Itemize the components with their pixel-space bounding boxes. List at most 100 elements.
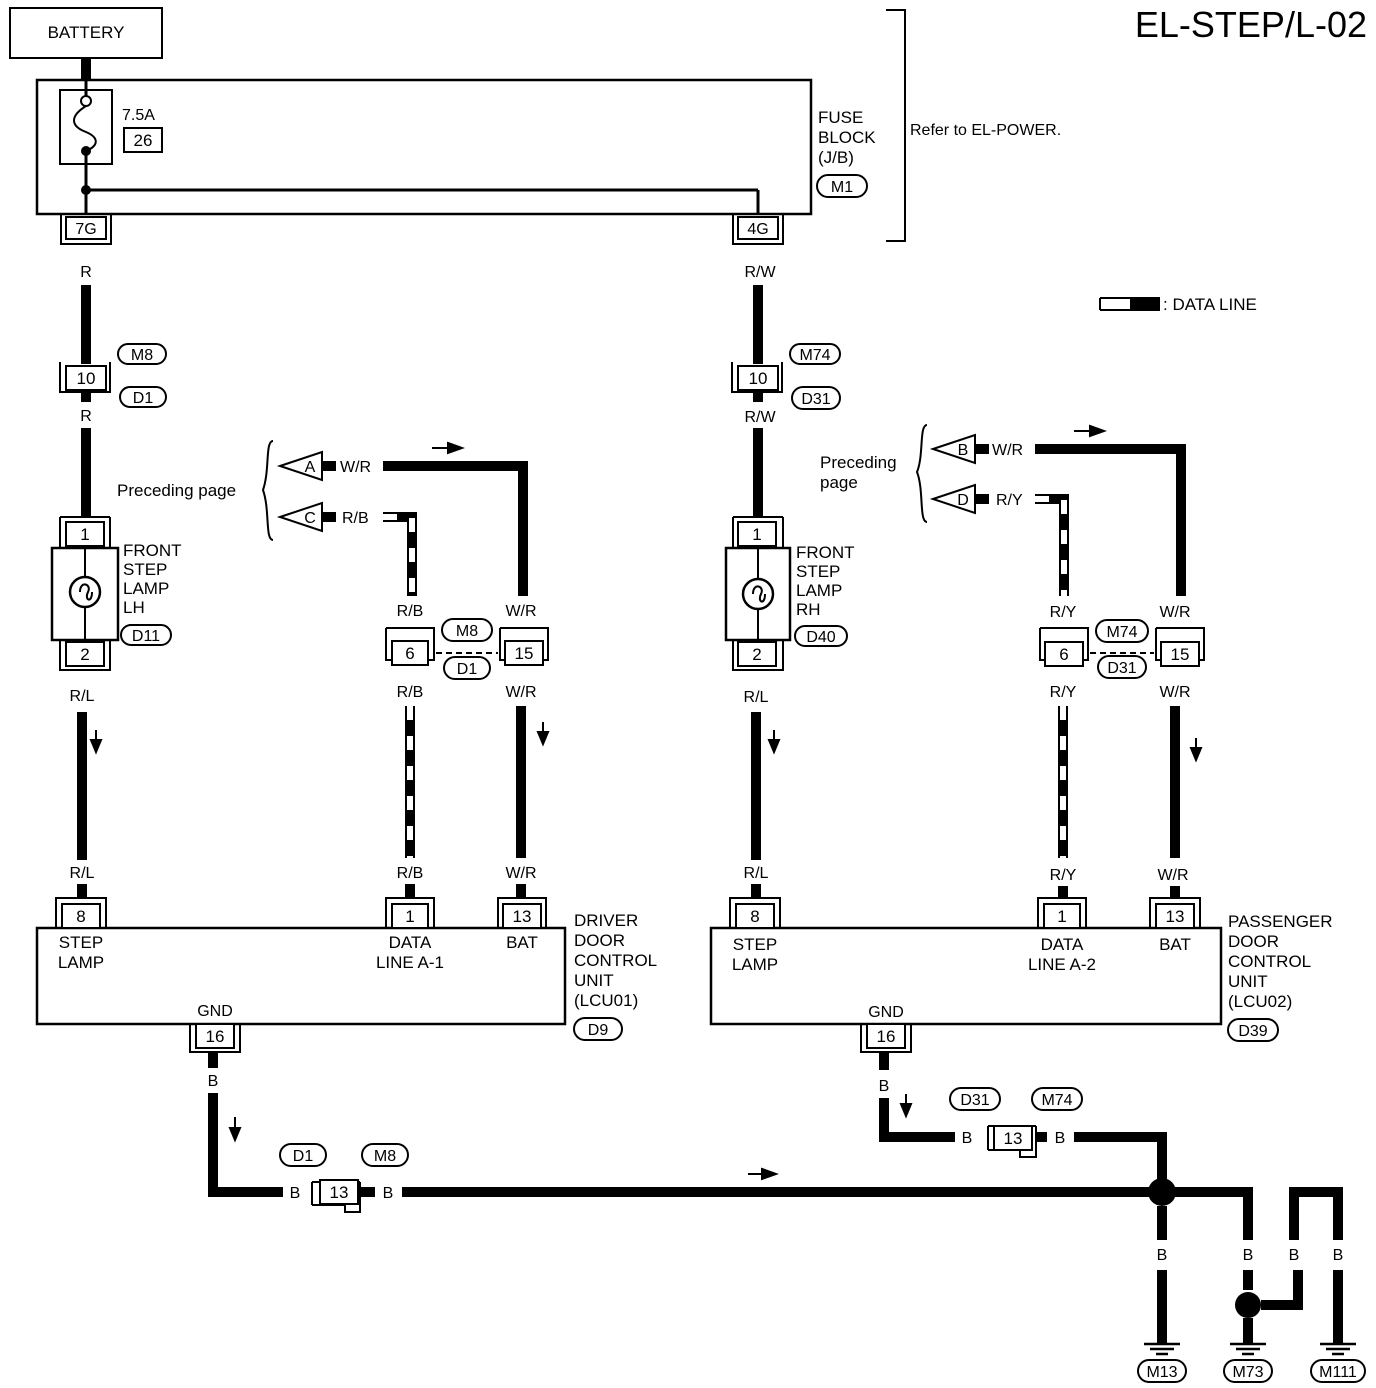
connector-13-left-label: 13 (330, 1183, 349, 1202)
wire-color-b-10: B (1333, 1247, 1344, 1264)
passenger-unit-label-4: UNIT (1228, 972, 1268, 991)
connector-id-d31-c: D31 (960, 1092, 989, 1109)
lamp-lh-label-4: LH (123, 598, 145, 617)
connector-10-label: 10 (77, 369, 96, 388)
wire-color-r-1: R (80, 264, 92, 281)
lamp-lh-label-3: LAMP (123, 579, 169, 598)
passenger-pin-1: 1 (1057, 907, 1066, 926)
fuse-number: 26 (134, 131, 153, 150)
connector-m8-d1-10: 10 (59, 362, 111, 393)
driver-unit-label-1: DRIVER (574, 911, 638, 930)
connector-id-d11: D11 (132, 628, 160, 645)
passenger-bat-label: BAT (1159, 935, 1191, 954)
wire-color-wr-b: W/R (992, 442, 1023, 459)
lamp-lh-label-1: FRONT (123, 541, 182, 560)
ground-id-m13: M13 (1146, 1364, 1177, 1381)
current-arrow-icon (767, 730, 781, 755)
fuse-block-label-1: FUSE (818, 108, 863, 127)
wire-color-wr-a: W/R (340, 459, 371, 476)
data-line-legend-label: : DATA LINE (1163, 295, 1257, 314)
lamp-bulb-icon (68, 575, 102, 609)
wire-color-b-3: B (383, 1185, 394, 1202)
connector-id-d9: D9 (588, 1022, 609, 1039)
connector-6-right: 6 (1039, 627, 1089, 667)
ground-icon (1144, 1330, 1180, 1354)
connector-13-left: 13 (311, 1179, 361, 1213)
arrow-b-label: B (958, 442, 969, 459)
arrow-d: D (929, 483, 976, 515)
wire-color-wr-3: W/R (505, 865, 536, 882)
current-arrow-icon (1074, 424, 1107, 438)
fuse-block-label-3: (J/B) (818, 148, 854, 167)
passenger-step-label-2: LAMP (732, 955, 778, 974)
wire-color-rl-3: R/L (744, 689, 769, 706)
passenger-step-label-1: STEP (733, 935, 777, 954)
connector-15-left: 15 (499, 627, 549, 666)
passenger-unit-label-1: PASSENGER (1228, 912, 1333, 931)
wire-color-rl-4: R/L (744, 865, 769, 882)
passenger-pin-13: 13 (1166, 907, 1185, 926)
wire-color-b-6: B (1055, 1130, 1066, 1147)
connector-id-d40: D40 (806, 629, 835, 646)
wire-color-b-9: B (1289, 1247, 1300, 1264)
terminal-7G-label: 7G (75, 221, 96, 238)
connector-15-left-label: 15 (515, 644, 534, 663)
current-arrow-icon (89, 730, 103, 755)
wire-color-ry-1: R/Y (1050, 604, 1077, 621)
lamp-rh-pin-2: 2 (752, 645, 761, 664)
connector-id-d31-b: D31 (1107, 660, 1136, 677)
driver-unit-label-4: UNIT (574, 971, 614, 990)
terminal-7G: 7G (60, 214, 112, 245)
connector-6-left-label: 6 (405, 644, 414, 663)
driver-pin-16: 16 (206, 1027, 225, 1046)
wire-color-b-1: B (208, 1073, 219, 1090)
front-step-lamp-lh: 1 2 (50, 516, 120, 671)
lamp-rh-pin-1: 1 (752, 525, 761, 544)
driver-unit-label-2: DOOR (574, 931, 625, 950)
fuse-block-connector-id: M1 (831, 179, 853, 196)
passenger-data-label-1: DATA (1041, 935, 1084, 954)
connector-15-right-label: 15 (1171, 645, 1190, 664)
connector-10-right-label: 10 (749, 369, 768, 388)
wire-color-b-4: B (879, 1078, 890, 1095)
wire-color-b-8: B (1243, 1247, 1254, 1264)
connector-6-left: 6 (385, 627, 435, 666)
arrow-a: A (276, 450, 323, 482)
connector-id-d39: D39 (1238, 1023, 1267, 1040)
battery-block: BATTERY (9, 7, 163, 59)
driver-unit-label-3: CONTROL (574, 951, 657, 970)
connector-6-right-label: 6 (1059, 645, 1068, 664)
lamp-bulb-icon (741, 577, 775, 611)
lamp-rh-label-4: RH (796, 600, 821, 619)
ground-id-m73: M73 (1232, 1364, 1263, 1381)
terminal-4G: 4G (732, 214, 784, 245)
passenger-unit-label-2: DOOR (1228, 932, 1279, 951)
wire-color-b-7: B (1157, 1247, 1168, 1264)
connector-id-d1: D1 (133, 390, 154, 407)
wire-color-rl-1: R/L (70, 688, 95, 705)
driver-pin-8: 8 (76, 907, 85, 926)
wire-color-rw-1: R/W (744, 264, 776, 281)
wire-color-rl-2: R/L (70, 865, 95, 882)
wire-color-wr-5: W/R (1159, 684, 1190, 701)
data-line-legend: : DATA LINE (1099, 295, 1257, 314)
current-arrow-icon (536, 722, 550, 747)
wire-color-rb-1: R/B (397, 603, 424, 620)
passenger-unit-label-3: CONTROL (1228, 952, 1311, 971)
driver-door-control-unit: 8 1 13 STEP LAMP DATA LINE A-1 BAT GND 1… (35, 897, 567, 1053)
arrow-c-label: C (304, 510, 316, 527)
wire-color-wr-6: W/R (1157, 867, 1188, 884)
connector-id-m74-b: M74 (1106, 624, 1137, 641)
driver-step-label-2: LAMP (58, 953, 104, 972)
diagram-title: EL-STEP/L-02 (1135, 4, 1367, 45)
preceding-page-left: Preceding page (117, 481, 236, 500)
arrow-d-label: D (957, 492, 969, 509)
lamp-lh-pin-2: 2 (80, 645, 89, 664)
connector-id-d1-b: D1 (457, 661, 478, 678)
connector-id-d31: D31 (801, 391, 830, 408)
current-arrow-icon (432, 441, 465, 455)
wire-color-rw-2: R/W (744, 409, 776, 426)
lamp-rh-label-2: STEP (796, 562, 840, 581)
connector-13-right: 13 (987, 1125, 1037, 1158)
